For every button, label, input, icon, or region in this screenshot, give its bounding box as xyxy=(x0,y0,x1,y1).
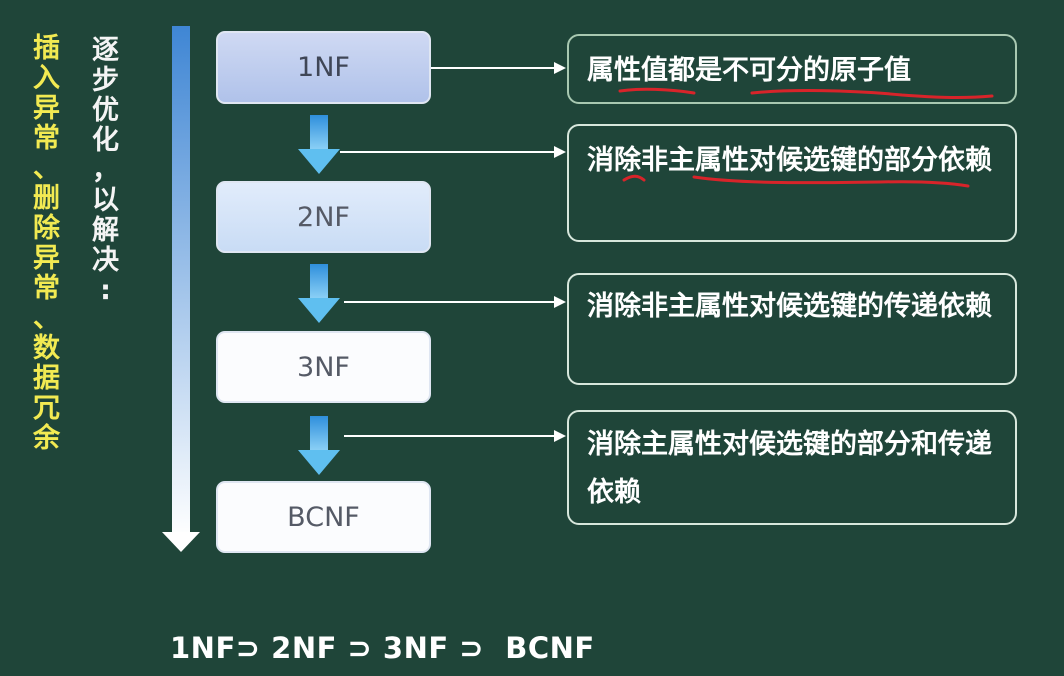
vertical-char: 、 xyxy=(33,153,60,184)
connector-arrowhead-4 xyxy=(554,430,566,442)
vertical-char: 入 xyxy=(33,63,60,94)
vertical-char: : xyxy=(100,275,111,306)
vertical-char: 删 xyxy=(33,183,60,214)
connector-arrowhead-2 xyxy=(554,146,566,158)
down-arrow-3nf-bcnf xyxy=(298,416,340,475)
description-box-bcnf: 消除主属性对候选键的部分和传递依赖 xyxy=(567,410,1017,525)
normal-form-inclusion-relation: 1NF⊃ 2NF ⊃ 3NF ⊃ BCNF xyxy=(170,631,595,665)
vertical-char: 逐 xyxy=(92,35,119,66)
nf-label-1nf: 1NF xyxy=(297,52,350,83)
vertical-char: 插 xyxy=(33,33,60,64)
optimization-direction-arrow xyxy=(162,26,200,552)
description-text-bcnf: 消除主属性对候选键的部分和传递依赖 xyxy=(587,429,992,508)
description-box-1nf: 属性值都是不可分的原子值 xyxy=(567,34,1017,104)
vertical-char: 决 xyxy=(92,245,119,276)
description-box-3nf: 消除非主属性对候选键的传递依赖 xyxy=(567,273,1017,385)
description-text-3nf: 消除非主属性对候选键的传递依赖 xyxy=(587,291,992,322)
nf-box-1nf: 1NF xyxy=(216,31,431,104)
vertical-char: 步 xyxy=(92,65,119,96)
nf-label-3nf: 3NF xyxy=(297,351,350,383)
vertical-char: 异 xyxy=(33,93,60,124)
connector-arrowhead-3 xyxy=(554,296,566,308)
nf-box-2nf: 2NF xyxy=(216,181,431,253)
vertical-char: 解 xyxy=(92,215,119,246)
problems-vertical-label: 插入异常、删除异常、数据冗余 xyxy=(33,34,60,454)
underline-atomic-value xyxy=(750,89,994,100)
vertical-char: 以 xyxy=(92,185,119,216)
down-arrow-1nf-2nf xyxy=(298,115,340,174)
nf-box-bcnf: BCNF xyxy=(216,481,431,553)
process-vertical-label: 逐步优化，以解决: xyxy=(92,36,119,306)
nf-box-3nf: 3NF xyxy=(216,331,431,403)
underline-eliminate xyxy=(622,174,646,182)
vertical-char: 、 xyxy=(33,303,60,334)
underline-non-prime-attribute xyxy=(692,175,970,188)
underline-attribute-value xyxy=(618,87,696,95)
description-text-1nf: 属性值都是不可分的原子值 xyxy=(587,55,911,86)
nf-label-2nf: 2NF xyxy=(297,201,350,233)
connector-arrowhead-1 xyxy=(554,62,566,74)
vertical-char: 常 xyxy=(33,123,60,154)
description-text-2nf: 消除非主属性对候选键的部分依赖 xyxy=(587,145,992,176)
vertical-char: 除 xyxy=(33,213,60,244)
vertical-char: 优 xyxy=(92,95,119,126)
vertical-char: 数 xyxy=(33,333,60,364)
nf-label-bcnf: BCNF xyxy=(287,501,360,533)
vertical-char: 冗 xyxy=(33,393,60,424)
vertical-char: 据 xyxy=(33,363,60,394)
down-arrow-2nf-3nf xyxy=(298,264,340,323)
vertical-char: 余 xyxy=(33,423,60,454)
vertical-char: ， xyxy=(92,155,119,186)
vertical-char: 常 xyxy=(33,273,60,304)
vertical-char: 异 xyxy=(33,243,60,274)
description-box-2nf: 消除非主属性对候选键的部分依赖 xyxy=(567,124,1017,242)
vertical-char: 化 xyxy=(92,125,119,156)
